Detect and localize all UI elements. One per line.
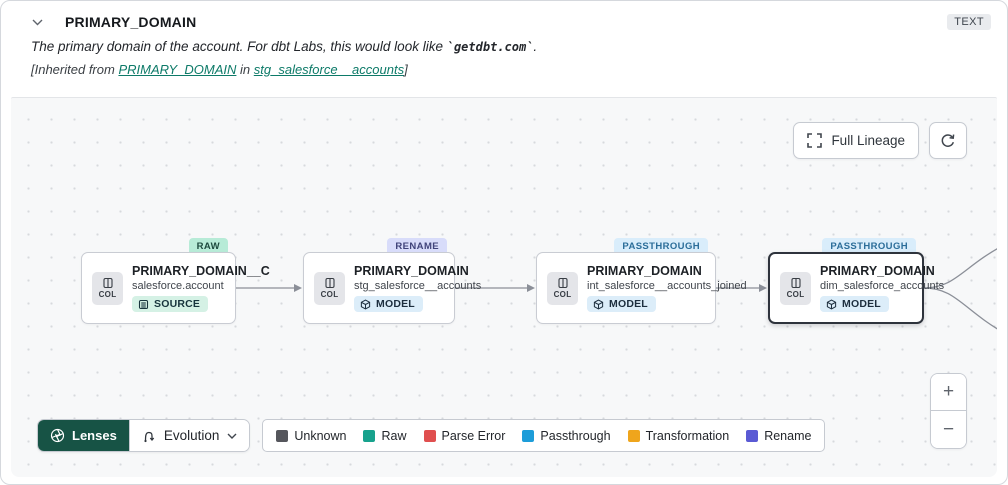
legend-item-passthrough: Passthrough [522,429,611,443]
full-lineage-label: Full Lineage [831,133,905,148]
resource-type-badge: MODEL [354,296,423,312]
zoom-controls: + − [930,373,967,449]
lenses-button[interactable]: Lenses [38,420,129,451]
edge-arrowhead [294,284,302,292]
node-title: PRIMARY_DOMAIN [587,264,702,278]
lineage-node-staging[interactable]: COL PRIMARY_DOMAIN stg_salesforce__accou… [303,252,482,324]
resource-type-badge: SOURCE [132,296,209,312]
edge-arrowhead [759,284,767,292]
chevron-down-icon [227,433,237,439]
lineage-node-source[interactable]: COL PRIMARY_DOMAIN__C salesforce.account… [81,252,270,324]
collapse-chevron-icon[interactable] [29,14,45,30]
inherited-note: [Inherited from PRIMARY_DOMAIN in stg_sa… [31,62,408,77]
legend-swatch [276,429,289,442]
lineage-node-wrap: PASSTHROUGH COL PRIMARY_DOMAIN int_sales… [536,238,747,324]
panel-header: PRIMARY_DOMAIN TEXT The primary domain o… [1,1,1007,77]
columns-icon [102,277,113,289]
node-title: PRIMARY_DOMAIN [820,264,935,278]
column-type-badge: TEXT [947,14,991,30]
columns-icon [557,277,568,289]
legend-item-parse-error: Parse Error [423,429,505,443]
refresh-button[interactable] [929,122,967,159]
column-chip: COL [314,271,345,305]
lineage-canvas[interactable]: Full Lineage RAW COL PRIMA [11,97,997,477]
canvas-bottom-bar: Lenses Evolution Unknown [37,419,826,452]
columns-icon [790,277,801,289]
column-description: The primary domain of the account. For d… [31,39,538,54]
description-code: `getdbt.com` [446,40,534,54]
lens-selected-label: Evolution [163,428,220,443]
node-model-name: dim_salesforce_accounts [820,280,945,292]
resource-type-badge: MODEL [587,296,656,312]
lineage-node-dim-selected[interactable]: COL PRIMARY_DOMAIN dim_salesforce_accoun… [768,252,945,324]
lineage-node-wrap: RENAME COL PRIMARY_DOMAIN stg_salesforce… [303,238,482,324]
inherited-column-link[interactable]: PRIMARY_DOMAIN [118,62,237,77]
lens-aperture-icon [50,428,65,443]
lens-legend: Unknown Raw Parse Error Passthrough Tran… [262,419,826,452]
legend-swatch [363,429,376,442]
edge [923,287,997,330]
evolution-route-icon [144,431,155,443]
source-icon [138,299,149,309]
refresh-icon [940,133,956,149]
resource-type-badge: MODEL [820,296,889,312]
model-cube-icon [360,299,371,309]
legend-item-unknown: Unknown [276,429,346,443]
column-title: PRIMARY_DOMAIN [65,14,197,30]
legend-item-raw: Raw [363,429,407,443]
legend-swatch [522,429,535,442]
canvas-toolbar: Full Lineage [793,122,967,159]
column-chip: COL [780,271,811,305]
node-model-name: stg_salesforce__accounts [354,280,482,292]
columns-icon [324,277,335,289]
lineage-node-intermediate[interactable]: COL PRIMARY_DOMAIN int_salesforce__accou… [536,252,747,324]
full-lineage-button[interactable]: Full Lineage [793,122,919,159]
lineage-node-wrap: PASSTHROUGH COL PRIMARY_DOMAIN dim_sales… [768,238,945,324]
edge-arrowhead [527,284,535,292]
legend-swatch [746,429,759,442]
legend-swatch [423,429,436,442]
inherited-model-link[interactable]: stg_salesforce__accounts [253,62,405,77]
lenses-label: Lenses [72,428,117,443]
column-chip: COL [92,271,123,305]
lineage-node-wrap: RAW COL PRIMARY_DOMAIN__C salesforce.acc… [81,238,270,324]
legend-item-transformation: Transformation [627,429,729,443]
fullscreen-icon [807,133,823,148]
column-chip: COL [547,271,578,305]
node-model-name: int_salesforce__accounts_joined [587,280,747,292]
zoom-out-button[interactable]: − [931,411,966,448]
node-model-name: salesforce.account [132,280,224,292]
legend-item-rename: Rename [746,429,811,443]
lens-select-evolution[interactable]: Evolution [128,420,250,451]
model-cube-icon [593,299,604,309]
legend-swatch [627,429,640,442]
lenses-control: Lenses Evolution [37,419,251,452]
model-cube-icon [826,299,837,309]
node-title: PRIMARY_DOMAIN__C [132,264,270,278]
node-title: PRIMARY_DOMAIN [354,264,469,278]
zoom-in-button[interactable]: + [931,374,966,411]
